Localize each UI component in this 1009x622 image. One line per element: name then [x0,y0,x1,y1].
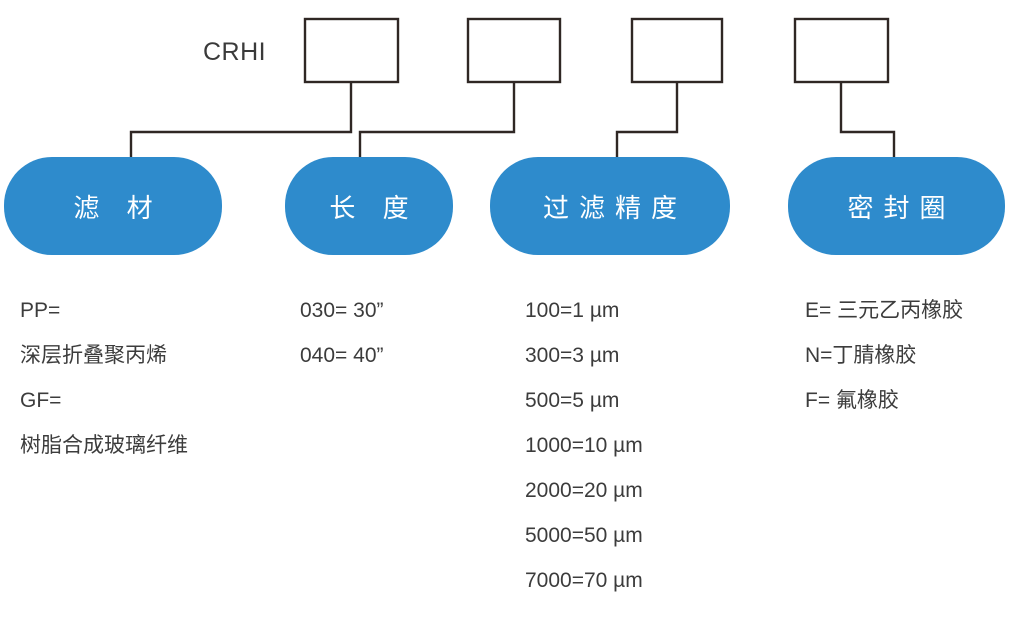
option-item: 2000=20 µm [525,479,643,502]
category-pill-label: 过滤精度 [542,192,687,223]
code-box-2 [466,17,562,84]
option-item: 040= 40” [300,344,384,367]
option-column-sealing-ring: E= 三元乙丙橡胶 N=丁腈橡胶 F= 氟橡胶 [805,288,963,423]
category-pill-label: 滤 材 [73,192,163,223]
code-box-4 [793,17,890,84]
prefix-label: CRHI [203,38,267,66]
option-item: PP= [20,299,61,322]
option-column-length: 030= 30” 040= 40” [300,288,384,378]
option-column-filter-material: PP= 深层折叠聚丙烯 GF= 树脂合成玻璃纤维 [20,288,188,468]
option-item: 树脂合成玻璃纤维 [20,434,188,457]
connector-2 [358,82,516,162]
option-item: N=丁腈橡胶 [805,344,917,367]
category-pill-length[interactable]: 长 度 [285,157,453,255]
category-pill-label: 密封圈 [847,192,956,223]
option-item: 5000=50 µm [525,524,643,547]
connector-3 [615,82,679,162]
code-box-3 [630,17,724,84]
category-pill-label: 长 度 [329,192,419,223]
option-item: 030= 30” [300,299,384,322]
option-item: 300=3 µm [525,344,620,367]
option-item: 1000=10 µm [525,434,643,457]
code-box-1 [303,17,400,84]
category-pill-filter-material[interactable]: 滤 材 [4,157,222,255]
option-item: 100=1 µm [525,299,620,322]
category-pill-sealing-ring[interactable]: 密封圈 [788,157,1005,255]
option-item: 7000=70 µm [525,569,643,592]
option-item: F= 氟橡胶 [805,389,899,412]
option-item: 深层折叠聚丙烯 [20,344,167,367]
connector-4 [839,82,896,162]
option-item: 500=5 µm [525,389,620,412]
option-item: E= 三元乙丙橡胶 [805,299,964,322]
connector-1 [129,82,353,162]
option-item: GF= [20,389,62,412]
option-column-filtration-accuracy: 100=1 µm 300=3 µm 500=5 µm 1000=10 µm 20… [525,288,643,603]
category-pill-filtration-accuracy[interactable]: 过滤精度 [490,157,730,255]
